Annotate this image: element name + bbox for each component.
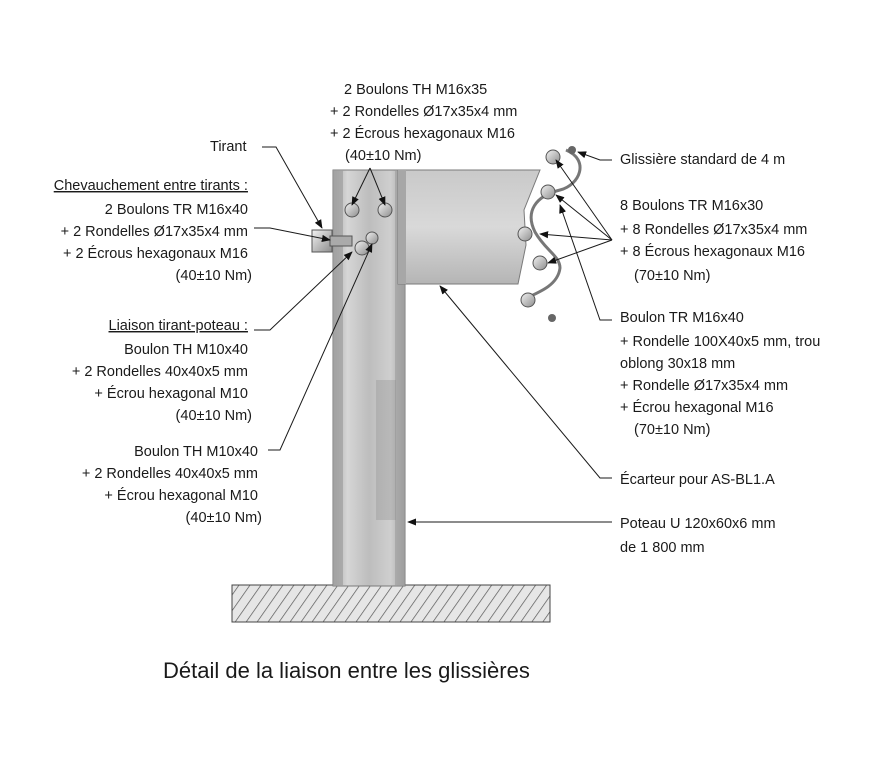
- label-boulon-tr: Boulon TR M16x40 + Rondelle 100X40x5 mm,…: [620, 310, 824, 438]
- ground-foundation: [231, 584, 551, 623]
- label-chevauchement: Chevauchement entre tirants : 2 Boulons …: [54, 178, 252, 284]
- figure-caption: Détail de la liaison entre les glissière…: [163, 658, 530, 683]
- guardrail-profile: [521, 148, 582, 302]
- label-ecarteur: Écarteur pour AS-BL1.A: [620, 471, 775, 488]
- label-glissiere: Glissière standard de 4 m: [620, 152, 785, 168]
- label-liaison-tirant-poteau: Liaison tirant-poteau : Boulon TH M10x40…: [72, 318, 252, 424]
- spacer-arm: [397, 169, 541, 285]
- label-right-bolts: 8 Boulons TR M16x30 + 8 Rondelles Ø17x35…: [620, 198, 811, 284]
- label-lower-bolt: Boulon TH M10x40 + 2 Rondelles 40x40x5 m…: [82, 444, 262, 526]
- leader-lines: [254, 146, 613, 526]
- top-bolts: [344, 202, 393, 218]
- label-poteau: Poteau U 120x60x6 mm de 1 800 mm: [620, 516, 780, 556]
- label-top-bolts: 2 Boulons TH M16x35 + 2 Rondelles Ø17x35…: [330, 82, 521, 164]
- label-tirant: Tirant: [210, 139, 247, 155]
- guardrail-bolts: [517, 146, 576, 322]
